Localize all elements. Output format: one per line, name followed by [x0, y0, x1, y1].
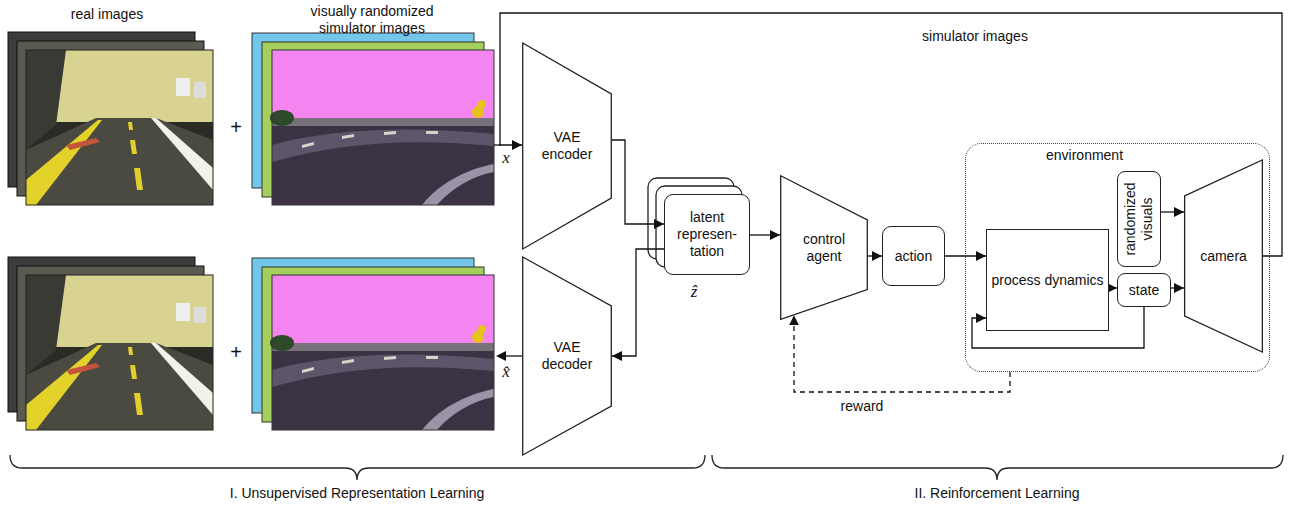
brace: [712, 455, 1283, 480]
visuals-box: randomized visuals: [1117, 171, 1161, 267]
node-label: control agent: [794, 231, 854, 265]
flow-arrow: [612, 249, 664, 356]
node-label: VAE decoder: [532, 339, 602, 373]
flow-arrow: [868, 255, 882, 256]
latent-box: latent represen- tation: [664, 194, 750, 275]
action-box: action: [882, 226, 945, 286]
node-label: state: [1129, 282, 1159, 299]
output-arrow: [505, 355, 522, 356]
node-label: latent represen- tation: [671, 209, 743, 260]
flow-arrow: [1161, 211, 1184, 212]
flow-arrow: [612, 140, 664, 224]
real-image-stack: [8, 257, 213, 430]
agent-block: control agent: [780, 175, 868, 320]
flow-arrow: [1109, 287, 1117, 288]
flow-arrow: [1171, 287, 1184, 288]
sim-image-stack: [252, 258, 494, 430]
encoder-block: VAE encoder: [522, 42, 612, 250]
sim-image-stack: [252, 33, 494, 205]
edge-label: reward: [839, 398, 886, 415]
node-label: action: [895, 248, 932, 265]
flow-arrow: [500, 13, 1282, 256]
state-box: state: [1117, 273, 1171, 307]
real-image-stack: [8, 32, 213, 205]
flow-arrow: [750, 234, 780, 235]
node-label: VAE encoder: [532, 129, 602, 163]
environment-region: environment randomized visuals process dyn…: [965, 143, 1270, 372]
camera-block: camera: [1184, 159, 1263, 353]
node-label: randomized visuals: [1122, 174, 1156, 264]
caption-label: I. Unsupervised Representation Learning: [230, 485, 485, 502]
caption-label: +: [230, 341, 242, 364]
decoder-block: VAE decoder: [522, 256, 612, 456]
node-label: process dynamics: [991, 272, 1103, 289]
caption-label: visually randomized simulator images: [297, 3, 447, 37]
process-box: process dynamics: [986, 229, 1109, 331]
node-label: camera: [1200, 248, 1247, 265]
math-symbol: x̂: [502, 362, 510, 382]
arrow-head: [496, 351, 506, 361]
reward-arrow: [794, 315, 1010, 392]
caption-label: real images: [71, 6, 143, 23]
edge-label: simulator images: [920, 28, 1030, 45]
math-symbol: ẑ: [691, 282, 698, 302]
brace: [10, 455, 705, 480]
caption-label: +: [230, 116, 242, 139]
region-heading: environment: [1046, 147, 1123, 164]
caption-label: II. Reinforcement Learning: [915, 485, 1080, 502]
math-symbol: x: [502, 148, 510, 168]
